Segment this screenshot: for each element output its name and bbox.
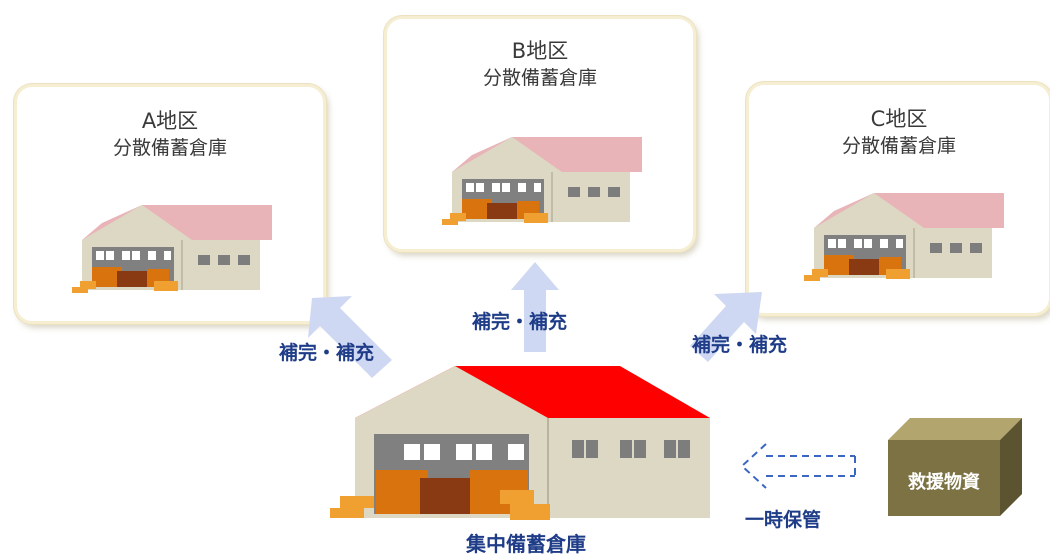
- region-subtitle: 分散備蓄倉庫: [112, 137, 227, 160]
- supply-box-label: 救援物資: [908, 472, 980, 493]
- region-title: C地区: [870, 107, 928, 131]
- region-title: A地区: [141, 109, 199, 133]
- replenish-arrow-right: [690, 292, 762, 362]
- central-warehouse-label: 集中備蓄倉庫: [466, 532, 586, 556]
- supply-box-icon: [888, 418, 1022, 516]
- region-title: B地区: [511, 39, 569, 63]
- replenish-arrow-center: [511, 262, 559, 352]
- replenish-arrow-left: [308, 296, 392, 378]
- dashed-arrow-icon: [740, 443, 856, 489]
- temporary-storage-label: 一時保管: [745, 509, 822, 531]
- region-card-c: C地区 分散備蓄倉庫: [746, 82, 1050, 316]
- central-warehouse-icon: [330, 366, 710, 520]
- region-card-b: B地区 分散備蓄倉庫: [384, 16, 696, 252]
- region-card-a: A地区 分散備蓄倉庫: [14, 84, 326, 324]
- arrow-label-right: 補完・補充: [692, 334, 788, 356]
- arrow-label-center: 補完・補充: [472, 311, 568, 333]
- region-subtitle: 分散備蓄倉庫: [482, 67, 597, 90]
- region-subtitle: 分散備蓄倉庫: [841, 135, 956, 158]
- arrow-label-left: 補完・補充: [279, 342, 375, 364]
